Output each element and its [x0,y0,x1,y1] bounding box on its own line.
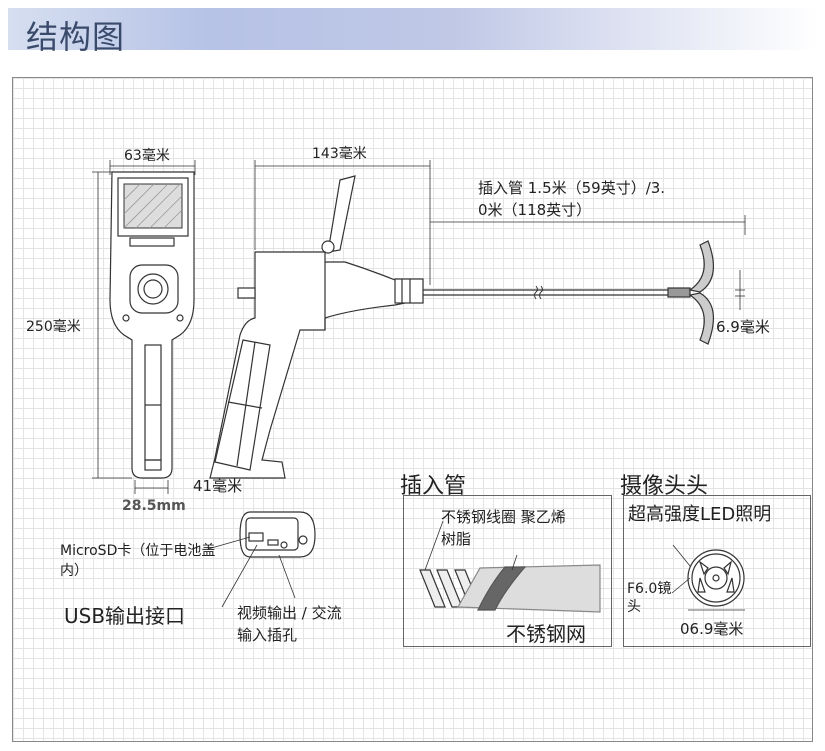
tube-panel [403,495,612,647]
led-label: 超高强度LED照明 [628,504,772,525]
av-port-label-line2: 输入插孔 [237,626,298,644]
microsd-label-line2: 内） [60,563,88,579]
camera-head-drawing [671,544,745,611]
side-dimension-lines [254,160,746,310]
camera-panel [623,495,811,647]
side-view-device [209,175,424,479]
microsd-label-line1: MicroSD卡（位于电池盖 [60,543,216,559]
tip-diameter-label: 6.9毫米 [716,318,770,336]
av-port-label-line1: 视频输出 / 交流 [237,604,342,622]
camera-panel-title: 摄像头头 [620,474,709,499]
front-width-label: 63毫米 [124,148,170,164]
tube-layers-drawing [419,520,601,613]
tube-mesh-label: 不锈钢网 [506,622,586,646]
side-length-label: 143毫米 [312,146,367,162]
tube-length-label-line2: 0米（118英寸） [478,201,592,219]
camera-diameter-label: 06.9毫米 [680,620,744,638]
usb-port-label: USB输出接口 [64,604,186,628]
tube-length-label-line1: 插入管 1.5米（59英寸）/3. [478,179,666,197]
tube-layers-label-line2: 树脂 [441,530,472,548]
header-banner: 结构图 [8,8,818,56]
tube-panel-title: 插入管 [400,474,467,499]
lens-label-line2: 头 [627,599,641,615]
tube-layers-label-line1: 不锈钢线圈 聚乙烯 [441,508,566,526]
front-view-device [109,171,195,479]
page-title: 结构图 [26,18,126,56]
front-height-label: 250毫米 [26,319,81,335]
insertion-tube [423,240,715,345]
front-dimension-lines [92,160,196,494]
handle-width-label: 28.5mm [122,498,186,514]
grip-width-label: 41毫米 [193,477,243,495]
ports-detail [207,511,316,608]
lens-label-line1: F6.0镜 [627,581,672,597]
